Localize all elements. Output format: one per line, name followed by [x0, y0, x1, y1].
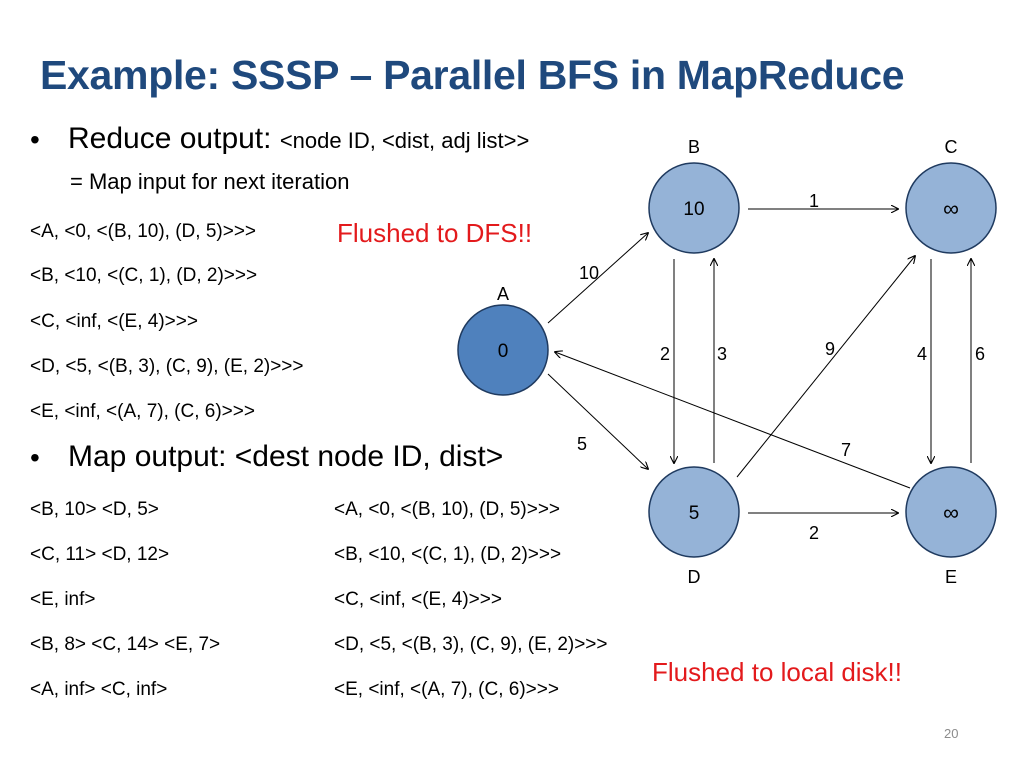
map-line-right-4: <D, <5, <(B, 3), (C, 9), (E, 2)>>> [334, 634, 608, 655]
node-e: ∞ E [905, 466, 997, 587]
edge-b-d: 2 [660, 259, 674, 463]
node-d-label: D [688, 567, 701, 587]
node-a-value: 0 [498, 341, 509, 362]
edge-weight-b-d: 2 [660, 344, 670, 364]
edge-weight-c-e: 4 [917, 344, 927, 364]
reduce-line-b: <B, <10, <(C, 1), (D, 2)>>> [30, 265, 258, 286]
edge-d-c: 9 [736, 256, 915, 478]
edge-b-c: 1 [748, 191, 898, 211]
edge-weight-e-c: 6 [975, 344, 985, 364]
edge-weight-e-a: 7 [841, 440, 851, 460]
node-c-value: ∞ [943, 196, 959, 221]
reduce-output-heading: Reduce output: <node ID, <dist, adj list… [68, 122, 529, 156]
map-line-right-3: <C, <inf, <(E, 4)>>> [334, 589, 502, 610]
node-a-label: A [497, 284, 509, 304]
map-line-left-1: <B, 10> <D, 5> [30, 499, 159, 520]
edge-weight-d-e: 2 [809, 523, 819, 543]
reduce-line-e: <E, <inf, <(A, 7), (C, 6)>>> [30, 401, 255, 422]
edge-weight-d-b: 3 [717, 344, 727, 364]
slide-title: Example: SSSP – Parallel BFS in MapReduc… [40, 52, 905, 98]
edge-weight-a-b: 10 [579, 263, 599, 283]
node-a: 0 A [457, 284, 549, 396]
bullet-map: • [30, 442, 40, 474]
edge-e-c: 6 [971, 259, 985, 463]
edge-a-b: 10 [547, 233, 648, 324]
flushed-to-dfs-note: Flushed to DFS!! [337, 218, 533, 248]
node-b-value: 10 [683, 199, 704, 220]
edge-weight-b-c: 1 [809, 191, 819, 211]
edge-weight-a-d: 5 [577, 434, 587, 454]
map-line-left-3: <E, inf> [30, 589, 96, 610]
reduce-line-a: <A, <0, <(B, 10), (D, 5)>>> [30, 221, 257, 242]
edge-weight-d-c: 9 [825, 339, 835, 359]
bullet-marker: • [30, 442, 40, 473]
reduce-line-d: <D, <5, <(B, 3), (C, 9), (E, 2)>>> [30, 356, 304, 377]
node-c: ∞ C [905, 137, 997, 254]
map-output-heading: Map output: <dest node ID, dist> [68, 440, 504, 473]
bullet-marker: • [30, 124, 40, 155]
node-b-label: B [688, 137, 700, 157]
edge-c-e: 4 [917, 259, 931, 463]
map-line-left-5: <A, inf> <C, inf> [30, 679, 168, 700]
node-d: 5 D [648, 466, 740, 587]
node-e-label: E [945, 567, 957, 587]
page-number: 20 [944, 726, 959, 741]
reduce-output-detail: <node ID, <dist, adj list>> [279, 128, 530, 153]
edge-e-a: 7 [555, 352, 911, 489]
map-line-right-1: <A, <0, <(B, 10), (D, 5)>>> [334, 499, 561, 520]
node-e-value: ∞ [943, 500, 959, 525]
reduce-output-label: Reduce output: [68, 122, 280, 155]
edge-a-d: 5 [547, 373, 648, 469]
map-line-left-4: <B, 8> <C, 14> <E, 7> [30, 634, 221, 655]
edge-d-b: 3 [714, 259, 727, 463]
node-d-value: 5 [689, 503, 700, 524]
reduce-line-c: <C, <inf, <(E, 4)>>> [30, 311, 198, 332]
map-line-right-2: <B, <10, <(C, 1), (D, 2)>>> [334, 544, 562, 565]
bullet-reduce: • [30, 124, 40, 156]
flushed-to-local-disk-note: Flushed to local disk!! [652, 657, 903, 687]
node-b: 10 B [648, 137, 740, 254]
node-c-label: C [945, 137, 958, 157]
map-line-right-5: <E, <inf, <(A, 7), (C, 6)>>> [334, 679, 559, 700]
map-line-left-2: <C, 11> <D, 12> [30, 544, 170, 565]
reduce-output-continuation: = Map input for next iteration [70, 169, 350, 194]
edge-d-e: 2 [748, 513, 898, 543]
